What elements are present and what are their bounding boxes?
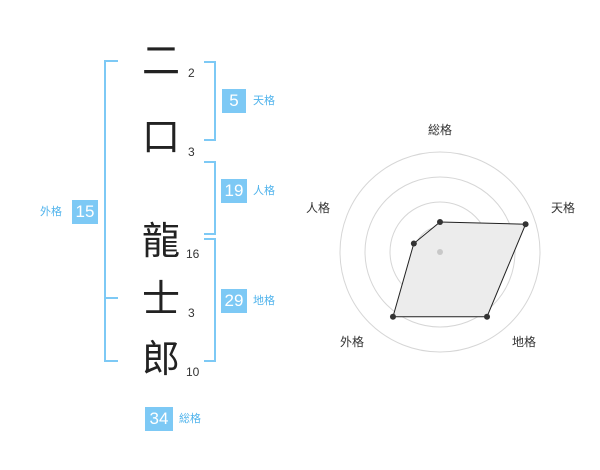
- stroke-count-4: 3: [188, 306, 195, 320]
- name-char-1: 二: [141, 39, 180, 83]
- radar-center-dot: [437, 249, 443, 255]
- gaikaku-bracket-mid-tick: [104, 297, 118, 299]
- radar-point-4: [410, 240, 417, 247]
- axis-label-tenkaku: 天格: [551, 200, 575, 215]
- radar-polygon: [392, 221, 527, 318]
- stroke-count-1: 2: [188, 66, 195, 80]
- radar-points: [389, 219, 529, 320]
- chikaku-bracket: [204, 238, 216, 362]
- name-char-5: 郎: [141, 337, 180, 381]
- tenkaku-value: 5: [222, 89, 246, 113]
- soukaku-value: 34: [145, 407, 173, 431]
- stroke-count-3: 16: [186, 247, 200, 261]
- stroke-count-5: 10: [186, 365, 200, 379]
- name-char-2: 口: [141, 115, 180, 159]
- chikaku-label: 地格: [253, 295, 275, 307]
- radar-ring: [339, 151, 541, 353]
- name-char-4: 士: [141, 277, 180, 321]
- radar-point-2: [484, 313, 491, 320]
- soukaku-label: 総格: [179, 413, 201, 425]
- jinkaku-value: 19: [221, 179, 247, 203]
- jinkaku-label: 人格: [253, 185, 275, 197]
- radar-ring: [364, 176, 516, 328]
- gaikaku-value: 15: [72, 200, 98, 224]
- radar-point-1: [522, 221, 529, 228]
- axis-label-gaikaku: 外格: [340, 334, 364, 349]
- tenkaku-label: 天格: [253, 95, 275, 107]
- radar-point-3: [389, 313, 396, 320]
- jinkaku-bracket: [204, 161, 216, 235]
- tenkaku-bracket: [204, 61, 216, 141]
- axis-label-jinkaku: 人格: [306, 200, 330, 215]
- axis-label-chikaku: 地格: [512, 334, 536, 349]
- name-char-3: 龍: [141, 219, 180, 263]
- stroke-count-2: 3: [188, 145, 195, 159]
- gaikaku-label: 外格: [40, 206, 62, 218]
- radar-point-0: [437, 219, 443, 225]
- gaikaku-bracket: [104, 60, 118, 362]
- axis-label-soukaku: 総格: [428, 122, 452, 137]
- chikaku-value: 29: [221, 289, 247, 313]
